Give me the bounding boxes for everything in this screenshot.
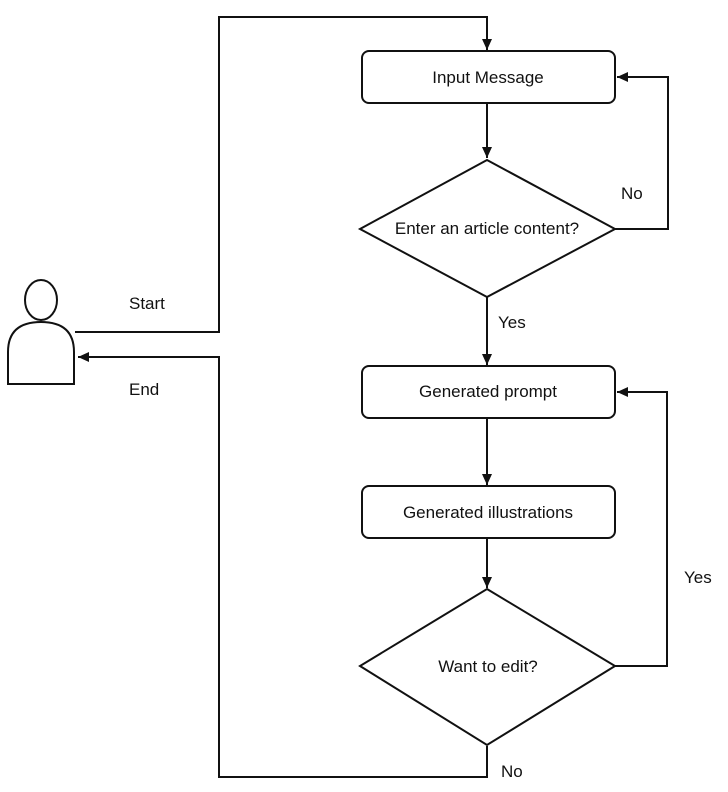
generated-illustrations-node: Generated illustrations xyxy=(361,485,616,539)
edit-yes-label: Yes xyxy=(684,568,712,587)
start-label: Start xyxy=(129,294,165,313)
edge-start-to-input xyxy=(75,16,492,333)
article-decision-label: Enter an article content? xyxy=(395,219,579,238)
edge-edit-no-to-end xyxy=(78,352,488,778)
user-icon xyxy=(7,279,75,385)
edge-edit-yes-loop xyxy=(615,387,668,667)
article-no-label: No xyxy=(621,184,643,203)
article-yes-label: Yes xyxy=(498,313,526,332)
edit-decision-node: Want to edit? xyxy=(358,587,617,747)
edge-article-no-loop xyxy=(615,72,669,230)
input-message-label: Input Message xyxy=(432,68,544,87)
edit-decision-label: Want to edit? xyxy=(438,657,538,676)
generated-prompt-label: Generated prompt xyxy=(419,382,557,401)
edit-no-label: No xyxy=(501,762,523,781)
end-label: End xyxy=(129,380,159,399)
article-decision-node: Enter an article content? xyxy=(357,158,618,299)
input-message-node: Input Message xyxy=(361,50,616,104)
generated-illustrations-label: Generated illustrations xyxy=(403,503,573,522)
generated-prompt-node: Generated prompt xyxy=(361,365,616,419)
